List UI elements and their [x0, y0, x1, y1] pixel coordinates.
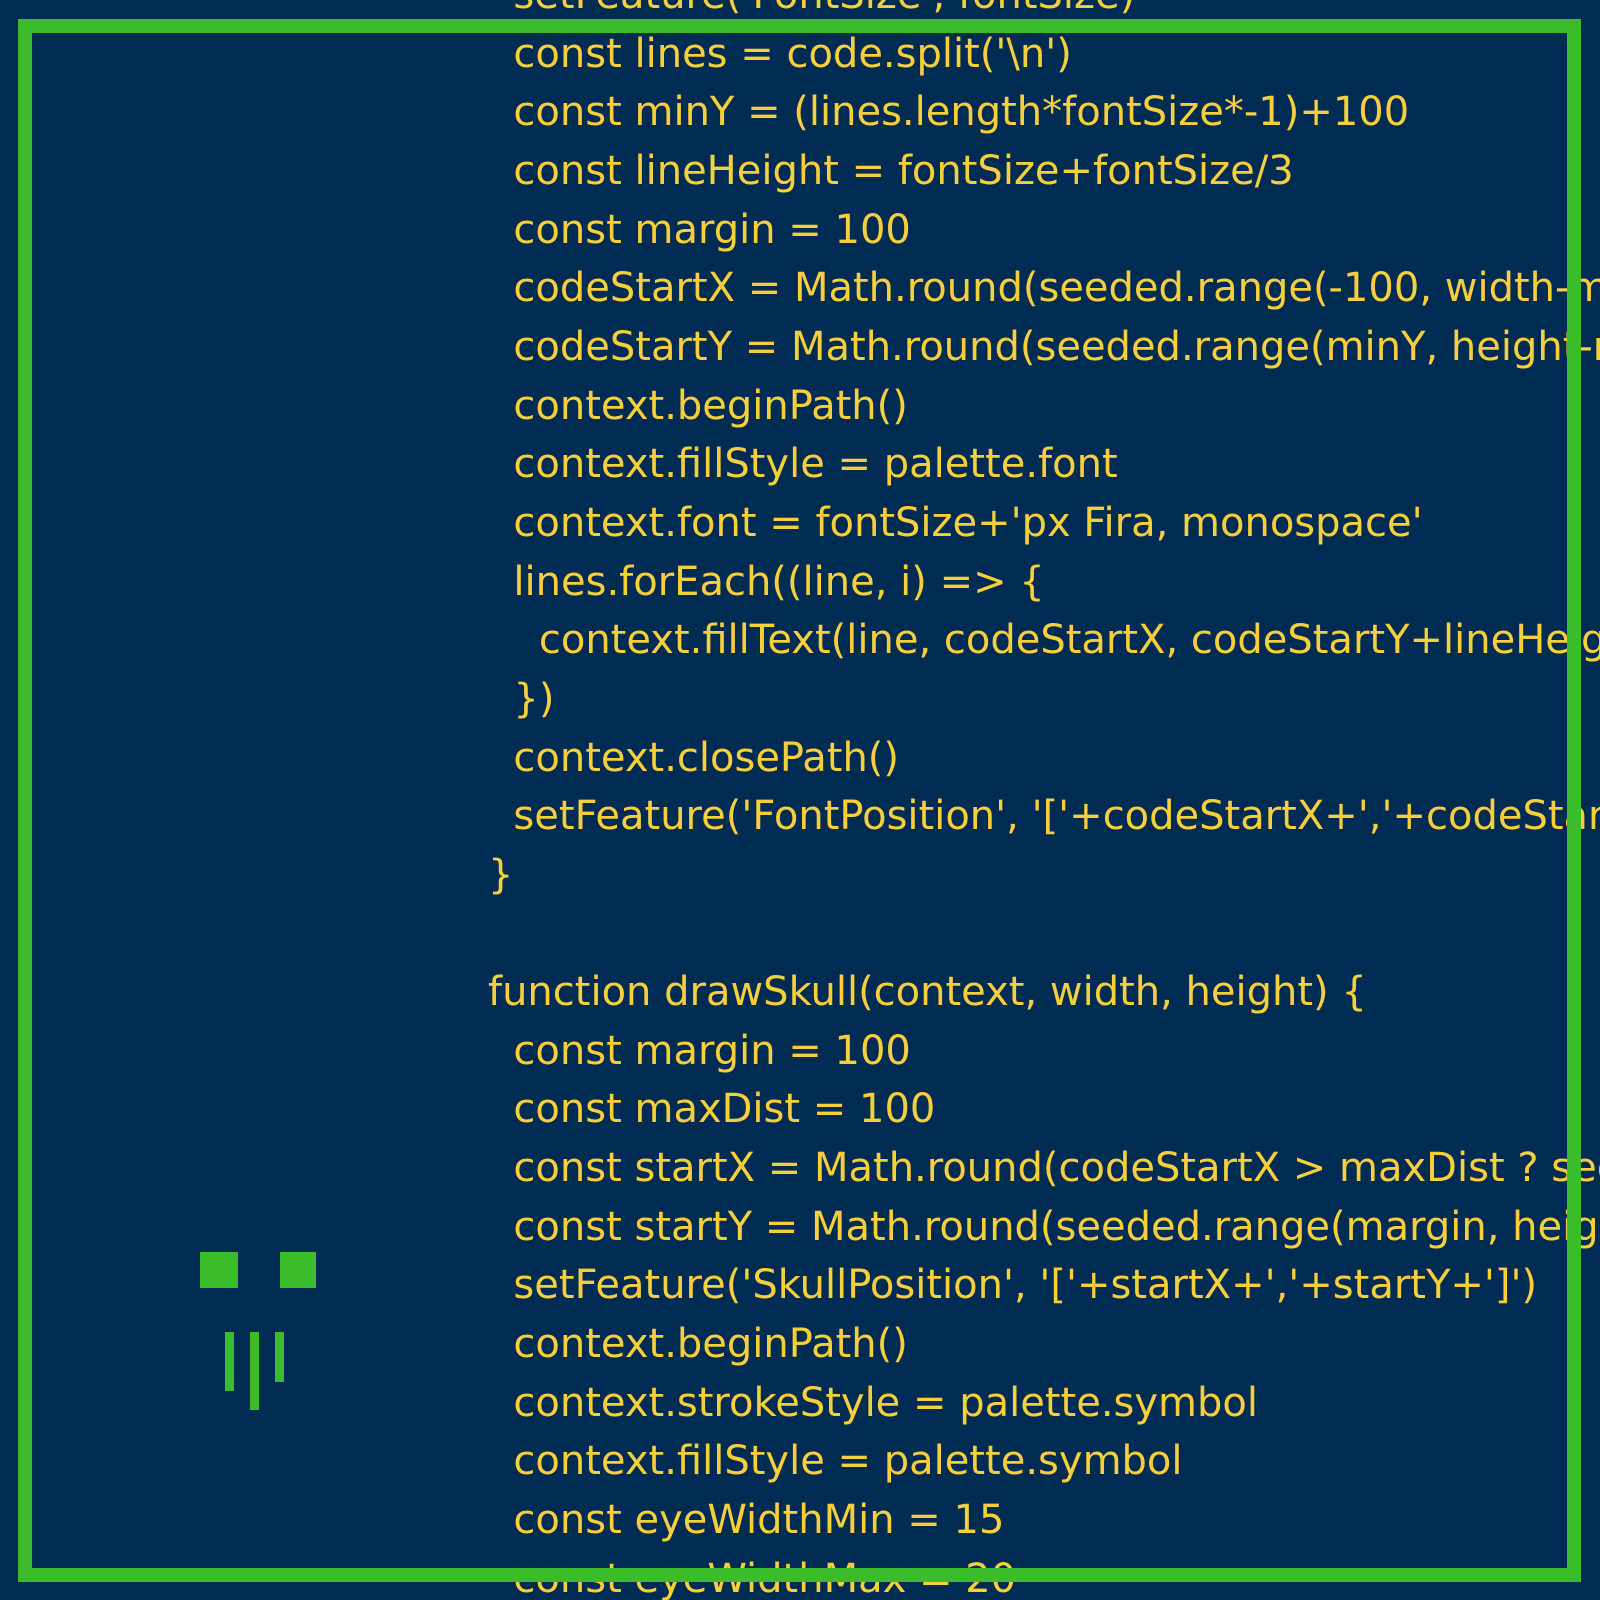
code-line: context.fillStyle = palette.symbol — [488, 1438, 1183, 1485]
code-line — [488, 905, 1600, 964]
code-line: const eyeWidthMax = 20 — [488, 1555, 1017, 1600]
code-line: lines.forEach((line, i) => { — [488, 558, 1045, 605]
code-line: const margin = 100 — [488, 1027, 911, 1074]
code-line: }) — [488, 675, 555, 722]
code-block: setFeature('FontSize', fontSize) const l… — [488, 0, 1600, 1600]
code-line: setFeature('FontPosition', '['+codeStart… — [513, 793, 1600, 840]
tooth-middle — [250, 1332, 259, 1410]
code-line: codeStartY = Math.round(seeded.range(min… — [513, 323, 1600, 370]
code-line: const lineHeight = fontSize+fontSize/3 — [488, 147, 1294, 194]
code-line: codeStartX = Math.round(seeded.range(-10… — [513, 265, 1600, 312]
code-line: context.fillText(line, codeStartX, codeS… — [488, 617, 1600, 664]
code-line: const startX = Math.round(codeStartX > m… — [513, 1145, 1600, 1192]
code-line: const lines = code.split('\n') — [488, 30, 1072, 77]
code-line: const eyeWidthMin = 15 — [488, 1497, 1005, 1544]
code-line: const maxDist = 100 — [488, 1086, 936, 1133]
tooth-right — [275, 1332, 284, 1382]
code-line: const startY = Math.round(seeded.range(m… — [513, 1203, 1600, 1250]
code-line: const margin = 100 — [488, 206, 911, 253]
code-line: context.strokeStyle = palette.symbol — [488, 1379, 1258, 1426]
code-line: setFeature('SkullPosition', '['+startX+'… — [488, 1262, 1538, 1309]
code-line: function drawSkull(context, width, heigh… — [488, 969, 1367, 1016]
right-eye — [280, 1252, 316, 1288]
code-line: const minY = (lines.length*fontSize*-1)+… — [488, 89, 1410, 136]
teeth-lines-icon — [225, 1332, 284, 1410]
code-line: context.closePath() — [488, 734, 900, 781]
code-line: context.font = fontSize+'px Fira, monosp… — [488, 499, 1423, 546]
left-eye — [200, 1252, 238, 1288]
code-line: } — [488, 851, 514, 898]
code-line: context.beginPath() — [488, 382, 908, 429]
code-line: context.fillStyle = palette.font — [488, 441, 1118, 488]
code-line: setFeature('FontSize', fontSize) — [488, 0, 1600, 25]
tooth-left — [225, 1332, 234, 1391]
square-eyes-icon — [200, 1252, 316, 1288]
code-line: context.beginPath() — [488, 1321, 908, 1368]
